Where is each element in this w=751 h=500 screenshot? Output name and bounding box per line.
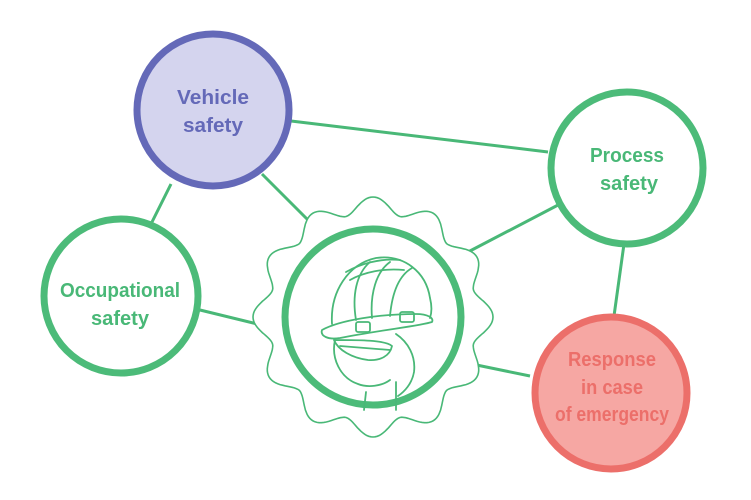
node-occupational-label-line-1: Occupational: [60, 280, 180, 302]
node-emergency-label-line-2: in case: [581, 377, 643, 399]
node-vehicle-label-line-2: safety: [183, 115, 244, 137]
node-emergency-response: Response in case of emergency: [531, 313, 691, 473]
node-vehicle-safety: Vehicle safety: [133, 30, 293, 190]
node-process-safety: Process safety: [547, 88, 707, 248]
connector-vehicle-occupational: [150, 183, 173, 223]
hard-hat-worker-icon: [320, 256, 434, 411]
node-emergency-circle: [531, 313, 691, 473]
connector-process-emergency: [612, 243, 626, 317]
node-process-circle: [547, 88, 707, 248]
node-emergency-label-line-1: Response: [568, 349, 656, 371]
node-vehicle-label-line-1: Vehicle: [177, 87, 249, 109]
node-emergency-label-line-3: of emergency: [555, 404, 670, 426]
node-process-label-line-2: safety: [600, 173, 659, 195]
connector-vehicle-process: [290, 119, 549, 154]
central-gear: [252, 196, 494, 438]
node-occupational-circle: [40, 215, 202, 377]
node-process-label-line-1: Process: [590, 145, 664, 167]
node-vehicle-circle: [133, 30, 293, 190]
node-occupational-safety: Occupational safety: [40, 215, 202, 377]
connector-process-gear: [467, 202, 561, 254]
node-occupational-label-line-2: safety: [91, 308, 150, 330]
